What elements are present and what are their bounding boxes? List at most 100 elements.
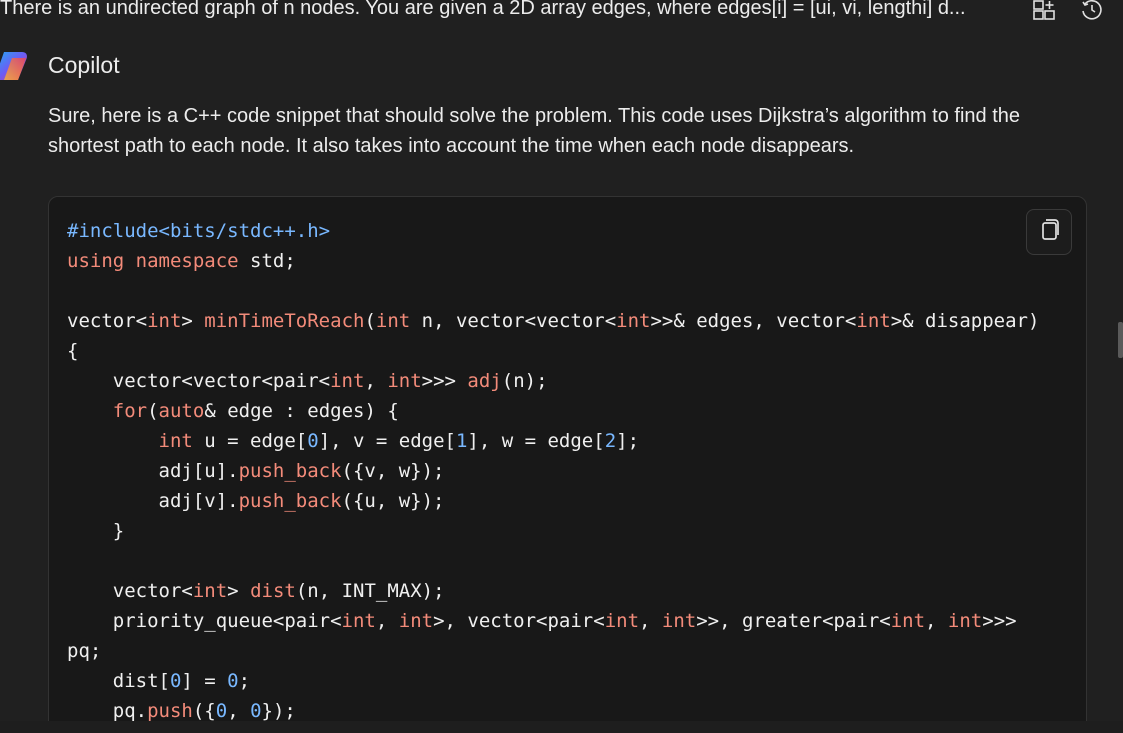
code-token: 0 bbox=[215, 700, 228, 722]
assistant-intro-text: Sure, here is a C++ code snippet that sh… bbox=[48, 105, 1021, 157]
code-token: >& disappear) bbox=[890, 310, 1040, 332]
code-token: auto bbox=[158, 400, 205, 422]
code-token: int bbox=[192, 580, 228, 602]
code-token: 0 bbox=[169, 670, 182, 692]
code-token: ( bbox=[147, 400, 159, 422]
code-line: #include<bits/stdc++.h> bbox=[67, 216, 1039, 246]
code-token: , bbox=[639, 610, 662, 632]
code-token: >>> bbox=[982, 610, 1017, 632]
history-icon[interactable] bbox=[1080, 0, 1104, 20]
code-token: , bbox=[227, 700, 251, 722]
code-line: { bbox=[67, 336, 1039, 366]
code-token: int bbox=[947, 610, 983, 632]
code-token: pq; bbox=[67, 640, 102, 662]
code-token: namespace bbox=[135, 250, 239, 272]
code-token: >>, greater<pair< bbox=[696, 610, 891, 632]
code-line: adj[v].push_back({u, w}); bbox=[67, 486, 1039, 516]
code-token: n, vector<vector< bbox=[410, 310, 617, 332]
code-token: (n, INT_MAX); bbox=[295, 580, 445, 602]
assistant-header: Copilot bbox=[0, 48, 400, 84]
code-line: int u = edge[0], v = edge[1], w = edge[2… bbox=[67, 426, 1039, 456]
code-token: vector< bbox=[67, 310, 148, 332]
code-token: push_back bbox=[238, 460, 342, 482]
code-token: 1 bbox=[455, 430, 468, 452]
code-line: for(auto& edge : edges) { bbox=[67, 396, 1039, 426]
code-token: >>> bbox=[421, 370, 468, 392]
code-line bbox=[67, 546, 1039, 576]
copy-code-button[interactable] bbox=[1026, 209, 1072, 255]
code-token: ( bbox=[364, 310, 376, 332]
code-token: pq. bbox=[67, 700, 148, 722]
code-line: priority_queue<pair<int, int>, vector<pa… bbox=[67, 606, 1039, 636]
assistant-name: Copilot bbox=[48, 52, 120, 78]
code-token: int bbox=[387, 370, 422, 392]
code-token: #include<bits/stdc++.h> bbox=[67, 220, 331, 242]
code-token: 0 bbox=[227, 670, 239, 692]
user-message-bar: There is an undirected graph of n nodes.… bbox=[0, 0, 1123, 22]
code-token: int bbox=[890, 610, 926, 632]
code-token: dist[ bbox=[67, 670, 170, 692]
code-token: > bbox=[181, 310, 205, 332]
code-token: 0 bbox=[307, 430, 319, 452]
code-line: pq.push({0, 0}); bbox=[67, 696, 1039, 726]
code-token: 2 bbox=[604, 430, 617, 452]
code-token: push_back bbox=[238, 490, 342, 512]
code-line: adj[u].push_back({v, w}); bbox=[67, 456, 1039, 486]
code-token: for bbox=[112, 400, 148, 422]
code-token: int bbox=[661, 610, 697, 632]
code-token: int bbox=[341, 610, 376, 632]
code-token: 0 bbox=[250, 700, 262, 722]
code-token: >>& edges, vector< bbox=[650, 310, 857, 332]
code-token: u = edge[ bbox=[192, 430, 308, 452]
code-token: (n); bbox=[501, 370, 548, 392]
code-token: int bbox=[398, 610, 434, 632]
code-token bbox=[67, 400, 113, 422]
code-line: using namespace std; bbox=[67, 246, 1039, 276]
code-token: ], w = edge[ bbox=[467, 430, 605, 452]
code-token: , bbox=[375, 610, 399, 632]
code-line: pq; bbox=[67, 636, 1039, 666]
code-line: dist[0] = 0; bbox=[67, 666, 1039, 696]
code-line: } bbox=[67, 516, 1039, 546]
code-token: vector<vector<pair< bbox=[67, 370, 331, 392]
scrollbar-thumb[interactable] bbox=[1118, 322, 1123, 358]
copy-icon bbox=[1038, 218, 1060, 247]
code-token: ]; bbox=[616, 430, 640, 452]
code-line: vector<int> dist(n, INT_MAX); bbox=[67, 576, 1039, 606]
code-token: vector< bbox=[67, 580, 193, 602]
code-token: ({v, w}); bbox=[341, 460, 445, 482]
code-token: int bbox=[158, 430, 193, 452]
code-line: vector<vector<pair<int, int>>> adj(n); bbox=[67, 366, 1039, 396]
bottom-edge bbox=[0, 721, 1123, 733]
code-token: int bbox=[330, 370, 365, 392]
code-token: ({ bbox=[192, 700, 216, 722]
code-token: & edge : edges) { bbox=[204, 400, 399, 422]
code-token: int bbox=[616, 310, 651, 332]
user-message-text[interactable]: There is an undirected graph of n nodes.… bbox=[0, 0, 966, 19]
code-block: #include<bits/stdc++.h> using namespace s… bbox=[48, 196, 1087, 733]
code-token: { bbox=[67, 340, 79, 362]
code-token: int bbox=[856, 310, 891, 332]
code-token: int bbox=[147, 310, 182, 332]
code-token: int bbox=[604, 610, 640, 632]
new-chat-icon[interactable] bbox=[1032, 0, 1056, 20]
code-token: >, vector<pair< bbox=[433, 610, 605, 632]
code-line bbox=[67, 276, 1039, 306]
code-token: priority_queue<pair< bbox=[67, 610, 342, 632]
code-token: > bbox=[227, 580, 251, 602]
code-token bbox=[124, 250, 135, 272]
code-token: using bbox=[67, 250, 125, 272]
code-token: dist bbox=[250, 580, 296, 602]
code-token: }); bbox=[261, 700, 296, 722]
code-token: adj[u]. bbox=[67, 460, 239, 482]
copilot-logo-icon bbox=[0, 48, 32, 84]
code-token: } bbox=[67, 520, 125, 542]
code-token: int bbox=[375, 310, 411, 332]
code-token: minTimeToReach bbox=[204, 310, 365, 332]
code-content[interactable]: #include<bits/stdc++.h> using namespace s… bbox=[67, 216, 1039, 726]
code-token: ; bbox=[238, 670, 251, 692]
code-token: push bbox=[147, 700, 193, 722]
code-token: ] = bbox=[181, 670, 228, 692]
code-token: ], v = edge[ bbox=[318, 430, 456, 452]
